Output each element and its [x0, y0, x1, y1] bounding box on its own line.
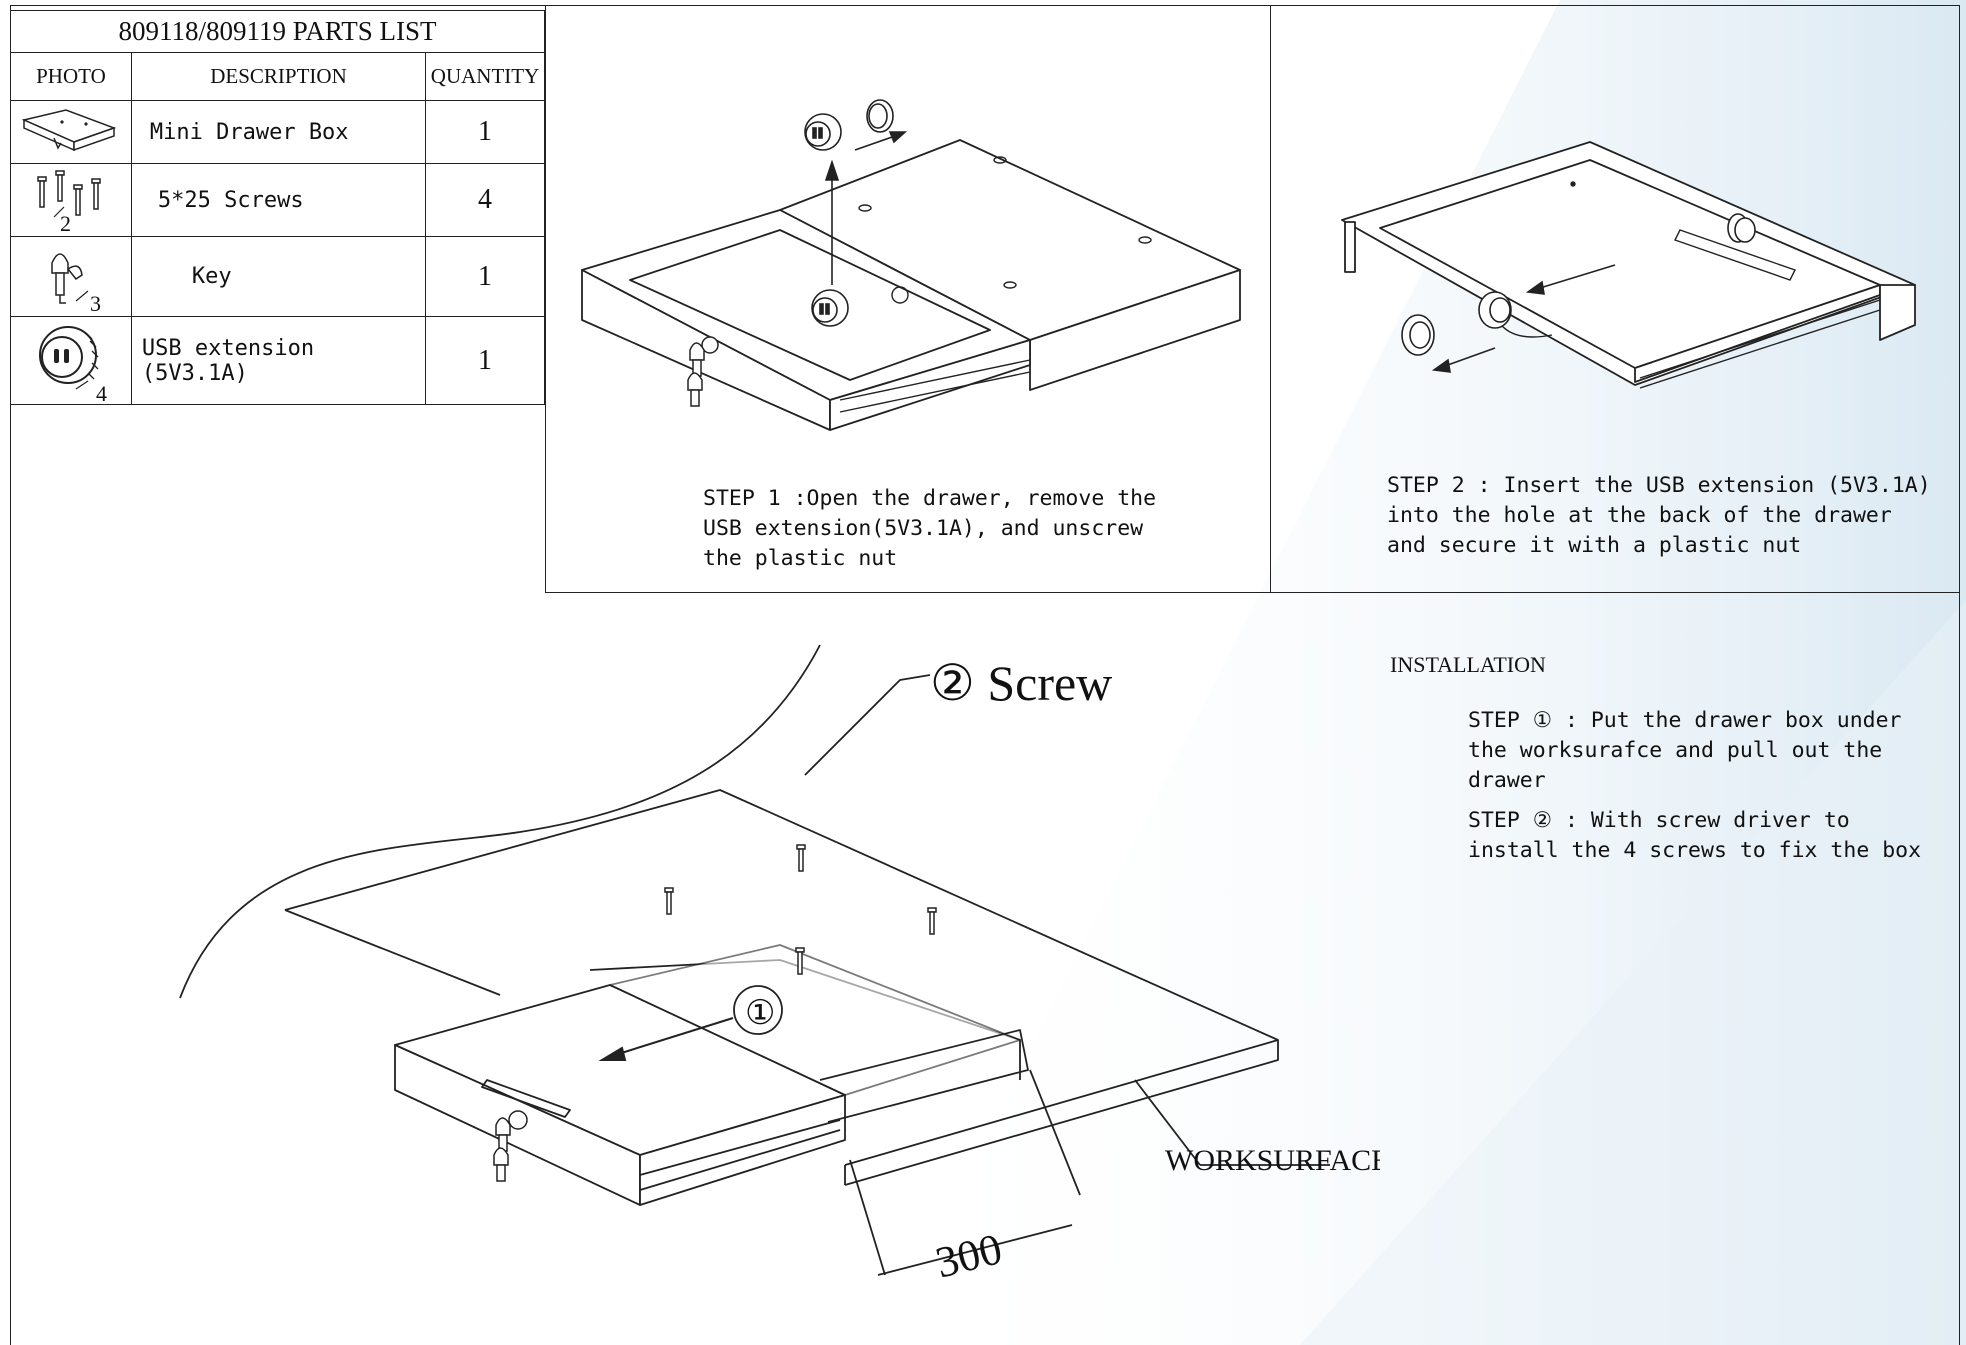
- drawer-box-icon: [21, 109, 117, 152]
- row-description: Key: [130, 236, 427, 317]
- table-row: 3 Key 1: [10, 236, 545, 317]
- row-description: USB extension (5V3.1A): [130, 316, 427, 405]
- installation-title: INSTALLATION: [1390, 652, 1546, 677]
- row-description: 5*25 Screws: [130, 163, 427, 237]
- step1-illustration: [581, 99, 1241, 431]
- usb-extension-icon: 4: [38, 325, 107, 403]
- row-quantity: 1: [425, 100, 545, 164]
- callout-4: 4: [96, 381, 107, 403]
- installation-step-b: STEP ② : With screw driver to install th…: [1468, 808, 1922, 863]
- parts-list-title: 809118/809119 PARTS LIST: [10, 10, 545, 53]
- drawer-callout: ①: [745, 995, 775, 1032]
- table-row: 2 5*25 Screws 4: [10, 163, 545, 237]
- dimension-label: 300: [931, 1224, 1007, 1288]
- table-row: Mini Drawer Box 1: [10, 100, 545, 164]
- table-row: 4 USB extension (5V3.1A) 1: [10, 316, 545, 405]
- step-panels-frame: [545, 5, 1960, 593]
- worksurface-label: WORKSURFACE: [1165, 1144, 1380, 1177]
- screw-callout: ② Screw: [930, 655, 1112, 711]
- parts-list-table: 809118/809119 PARTS LIST PHOTO DESCRIPTI…: [10, 10, 545, 405]
- header-quantity: QUANTITY: [425, 52, 545, 101]
- step1-text: STEP 1 :Open the drawer, remove the USB …: [703, 486, 1157, 571]
- step2-text: STEP 2 : Insert the USB extension (5V3.1…: [1387, 473, 1931, 558]
- step2-illustration: [1341, 141, 1916, 389]
- row-description: Mini Drawer Box: [130, 100, 427, 164]
- screws-icon: 2: [37, 170, 101, 235]
- step-divider: [1270, 5, 1271, 593]
- row-quantity: 1: [425, 236, 545, 317]
- installation-step-a: STEP ① : Put the drawer box under the wo…: [1468, 708, 1902, 793]
- callout-2: 2: [60, 211, 71, 235]
- header-description: DESCRIPTION: [130, 52, 427, 101]
- row-quantity: 1: [425, 316, 545, 405]
- header-photo: PHOTO: [10, 52, 132, 101]
- row-quantity: 4: [425, 163, 545, 237]
- key-icon: 3: [51, 252, 101, 315]
- callout-3: 3: [90, 291, 101, 315]
- installation-diagram: ② Screw ① WORKSURFACE 300: [179, 644, 1380, 1288]
